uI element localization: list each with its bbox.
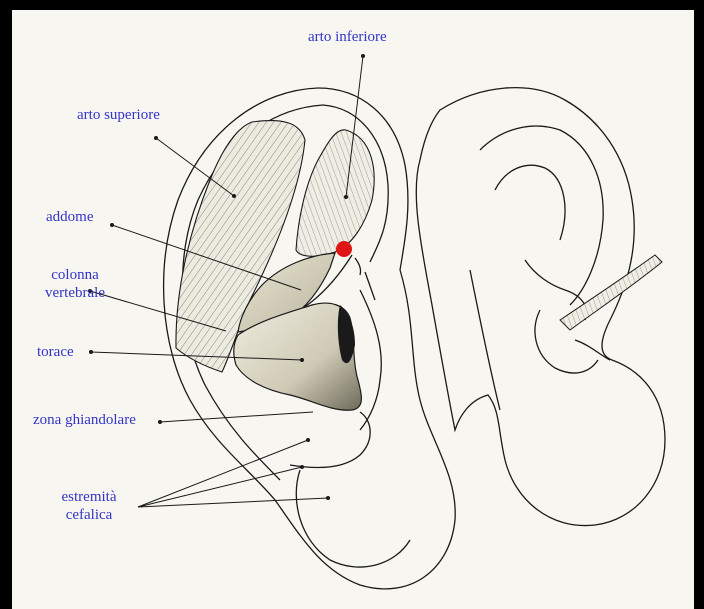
label-zona-ghiandolare: zona ghiandolare: [33, 411, 136, 429]
label-estremita-line2: cefalica: [40, 506, 138, 524]
right-ear-outline: [416, 88, 665, 526]
label-colonna-line1: colonna: [36, 266, 114, 284]
label-addome: addome: [46, 208, 93, 226]
label-estremita-line1: estremità: [40, 488, 138, 506]
label-colonna-line2: vertebrale: [36, 284, 114, 302]
label-arto-inferiore: arto inferiore: [308, 28, 387, 46]
label-estremita-cefalica: estremità cefalica: [40, 488, 138, 524]
label-torace: torace: [37, 343, 74, 361]
arto-inferiore-region: [296, 130, 374, 256]
point-marker: [336, 241, 352, 257]
label-arto-superiore: arto superiore: [77, 106, 160, 124]
label-colonna-vertebrale: colonna vertebrale: [36, 266, 114, 302]
